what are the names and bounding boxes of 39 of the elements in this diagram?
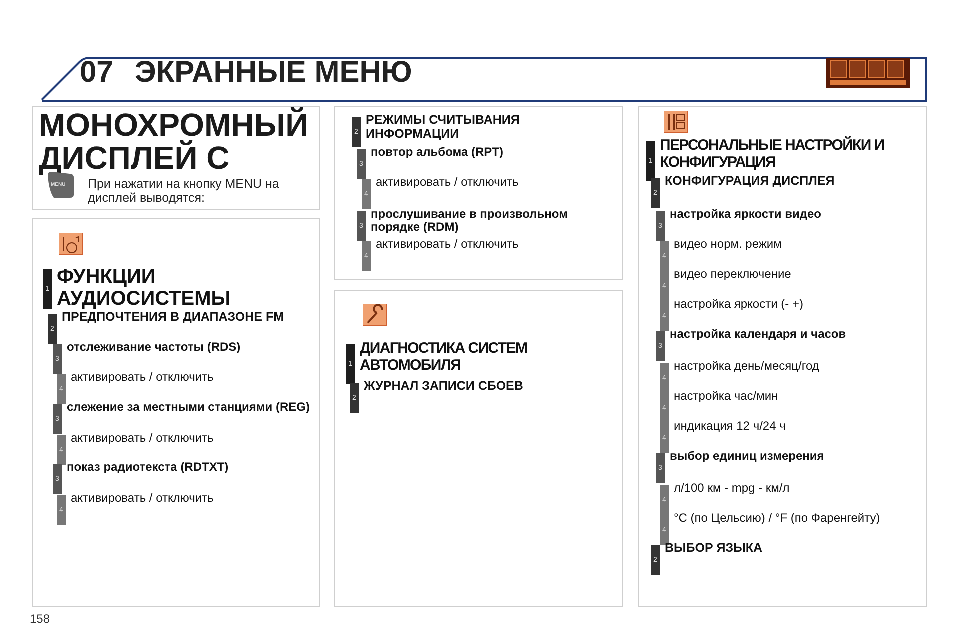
chapter-number: 07 bbox=[80, 56, 114, 90]
menu-item-text: ФУНКЦИИ АУДИОСИСТЕМЫ bbox=[57, 266, 232, 310]
menu-panel bbox=[334, 290, 623, 607]
menu-item-text: видео норм. режим bbox=[674, 238, 783, 252]
menu-item-text: отслеживание частоты (RDS) bbox=[67, 341, 242, 354]
menu-item-text: выбор единиц измерения bbox=[670, 450, 826, 464]
menu-item-text: активировать / отключить bbox=[71, 371, 215, 384]
menu-item-text: настройка день/месяц/год bbox=[674, 360, 820, 374]
intro-text: При нажатии на кнопку MENU на дисплей выводятся: bbox=[88, 177, 280, 206]
menu-item-text: активировать / отключить bbox=[376, 238, 520, 252]
menu-item-text: ЖУРНАЛ ЗАПИСИ СБОЕВ bbox=[364, 380, 524, 394]
menu-panel bbox=[334, 106, 623, 280]
menu-item-text: видео переключение bbox=[674, 268, 792, 282]
menu-item-text: ПЕРСОНАЛЬНЫЕ НАСТРОЙКИ И КОНФИГУРАЦИЯ bbox=[660, 138, 886, 171]
menu-item-text: прослушивание в произвольном порядке (RDM) bbox=[371, 208, 569, 234]
menu-item-text: индикация 12 ч/24 ч bbox=[674, 420, 787, 434]
menu-item-text: ДИАГНОСТИКА СИСТЕМ АВТОМОБИЛЯ bbox=[360, 341, 528, 374]
menu-item-text: КОНФИГУРАЦИЯ ДИСПЛЕЯ bbox=[665, 175, 836, 189]
menu-item-text: слежение за местными станциями (REG) bbox=[67, 401, 311, 414]
menu-item-text: настройка час/мин bbox=[674, 390, 780, 404]
page-title: ЭКРАННЫЕ МЕНЮ bbox=[135, 56, 412, 90]
menu-item-text: ПРЕДПОЧТЕНИЯ В ДИАПАЗОНЕ FM bbox=[62, 311, 286, 325]
menu-item-text: активировать / отключить bbox=[71, 432, 215, 446]
menu-item-text: настройка яркости (- +) bbox=[674, 298, 804, 312]
menu-item-text: ВЫБОР ЯЗЫКА bbox=[665, 542, 764, 556]
menu-panel bbox=[32, 218, 320, 607]
menu-item-text: повтор альбома (RPT) bbox=[371, 146, 504, 160]
menu-item-text: °C (по Цельсию) / °F (по Фаренгейту) bbox=[674, 512, 882, 526]
page-number: 158 bbox=[30, 612, 50, 626]
menu-panel bbox=[638, 106, 927, 607]
menu-item-text: настройка яркости видео bbox=[670, 208, 823, 222]
menu-panel bbox=[32, 106, 320, 210]
menu-item-text: л/100 км - mpg - км/л bbox=[674, 482, 791, 496]
menu-item-text: активировать / отключить bbox=[71, 492, 215, 506]
section-heading: МОНОХРОМНЫЙ ДИСПЛЕЙ С bbox=[39, 109, 310, 174]
menu-item-text: настройка календаря и часов bbox=[670, 328, 848, 342]
menu-item-text: РЕЖИМЫ СЧИТЫВАНИЯ ИНФОРМАЦИИ bbox=[366, 114, 521, 142]
menu-item-text: показ радиотекста (RDTXT) bbox=[67, 461, 230, 474]
menu-item-text: активировать / отключить bbox=[376, 176, 520, 190]
